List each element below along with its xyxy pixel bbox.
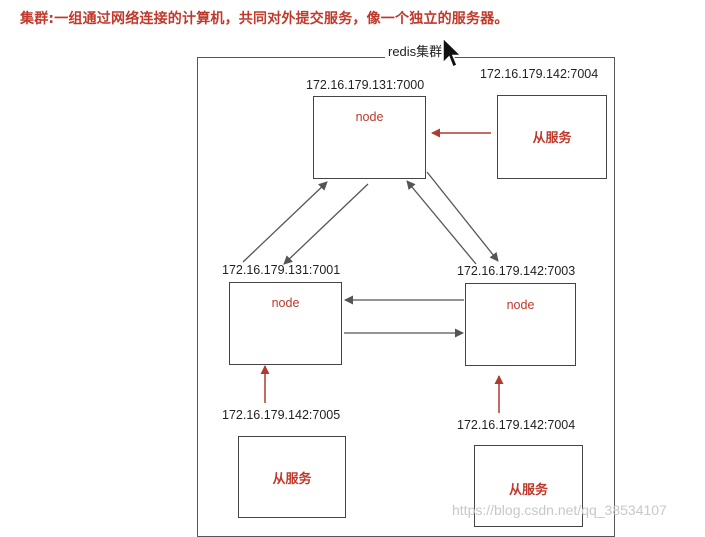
cluster-title: redis集群 xyxy=(385,41,446,60)
slave-node-7004-top: 从服务 xyxy=(497,95,607,179)
slave-node-7005: 从服务 xyxy=(238,436,346,518)
node-label: node xyxy=(271,296,300,310)
slave-address-7004-bottom: 172.16.179.142:7004 xyxy=(457,418,576,432)
master-node-7003: node xyxy=(465,283,576,366)
slave-label: 从服务 xyxy=(272,472,312,487)
slave-label: 从服务 xyxy=(532,131,572,146)
slave-address-7005: 172.16.179.142:7005 xyxy=(222,408,341,422)
watermark: https://blog.csdn.net/qq_38534107 xyxy=(452,502,667,518)
node-label: node xyxy=(355,110,384,124)
master-node-7000: node xyxy=(313,96,426,179)
slave-label: 从服务 xyxy=(508,483,548,498)
cursor-icon xyxy=(442,36,463,69)
master-address-7000: 172.16.179.131:7000 xyxy=(306,78,425,92)
master-node-7001: node xyxy=(229,282,342,365)
node-label: node xyxy=(506,298,535,312)
master-address-7003: 172.16.179.142:7003 xyxy=(457,264,576,278)
master-address-7001: 172.16.179.131:7001 xyxy=(222,263,341,277)
page-heading: 集群:一组通过网络连接的计算机，共同对外提交服务，像一个独立的服务器。 xyxy=(20,11,509,27)
slave-node-7004-bottom: 从服务 xyxy=(474,445,583,527)
slave-address-7004-top: 172.16.179.142:7004 xyxy=(480,67,599,81)
